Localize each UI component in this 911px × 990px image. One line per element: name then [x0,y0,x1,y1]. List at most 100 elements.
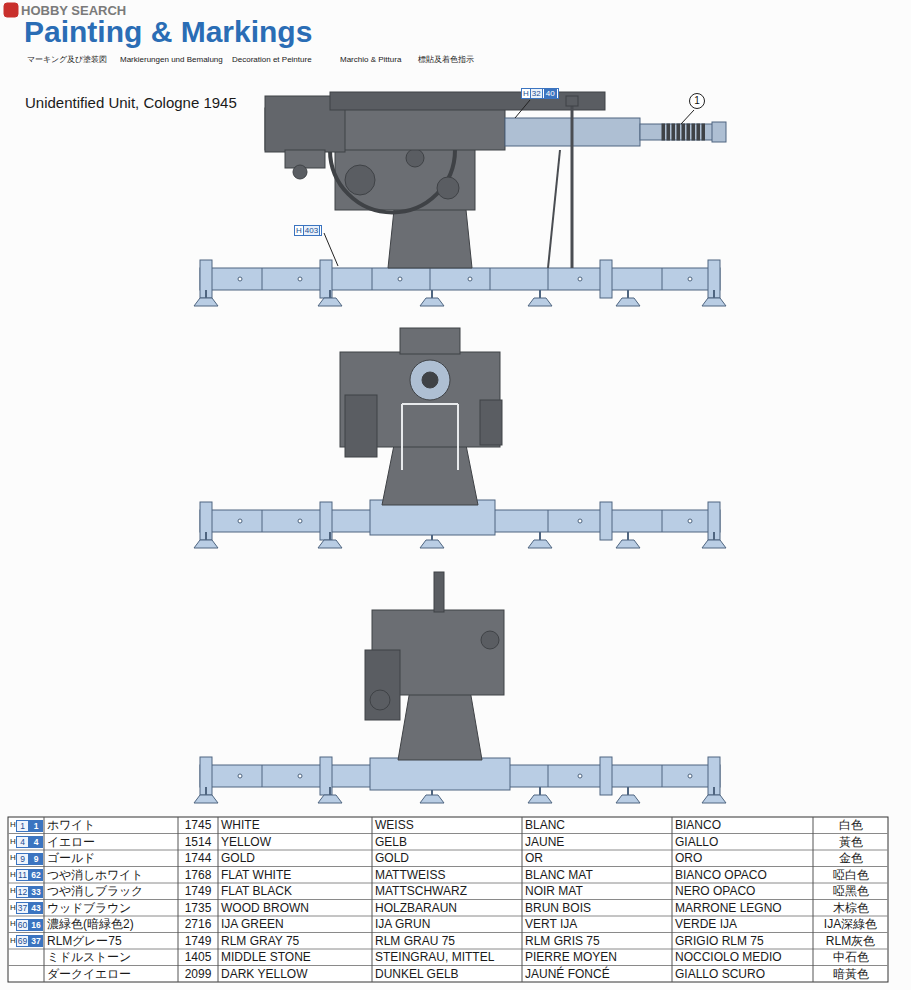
outrigger-jack [600,757,612,795]
table-cell: つや消しブラック [47,885,175,898]
bolt [578,774,582,778]
paint-code: 32 [530,88,543,99]
jack-screw [713,532,715,540]
paint-callout: H403 [294,225,322,236]
panel-line [430,268,431,290]
table-cell: OR [525,852,669,865]
levelling-foot [528,795,552,803]
subtitle: Markierungen und Bemalung [120,56,223,65]
table-cell: GOLD [375,852,519,865]
callout-number: 1 [689,93,705,109]
table-cell: IJA GRUN [375,918,519,931]
row-line [8,833,888,834]
table-cell: RLM GRIS 75 [525,935,669,948]
kill-ring [687,124,690,140]
bolt [468,277,472,281]
table-cell: MIDDLE STONE [221,951,369,964]
table-cell: 1514 [181,836,215,849]
subtitle: Marchio & Pittura [340,56,401,65]
outrigger-jack [320,502,332,540]
table-cell: RLM GRAY 75 [221,935,369,948]
leader-line [515,100,530,118]
levelling-foot [318,540,342,548]
paint-code: 40 [544,88,557,99]
table-cell: BLANC [525,819,669,832]
paint-brand: H [523,89,529,98]
table-cell: ミドルストーン [47,951,175,964]
paint-code: 4 [29,836,43,848]
panel-line [262,765,263,787]
pole-clamp [566,96,578,106]
panel-line [548,268,549,290]
levelling-foot [616,540,640,548]
column-line [813,817,814,982]
table-cell: RLM GRAU 75 [375,935,519,948]
table-cell: DARK YELLOW [221,968,369,981]
table-cell: FLAT BLACK [221,885,369,898]
side-view [194,92,726,306]
kill-ring [662,124,665,140]
panel-line [490,268,491,290]
table-cell: ORO [675,852,810,865]
table-cell: 1749 [181,885,215,898]
center-block [370,758,510,790]
table-cell: ホワイト [47,819,175,832]
panel-line [262,268,263,290]
kill-ring [677,124,680,140]
kill-ring [682,124,685,140]
table-cell: WHITE [221,819,369,832]
bolt [298,519,302,523]
paint-code: 62 [29,869,43,881]
rear-view [194,572,726,803]
panel-line [372,268,373,290]
table-cell: 白色 [816,819,885,832]
jack-screw [205,290,207,298]
levelling-foot [616,795,640,803]
table-cell: 啞白色 [816,869,885,882]
levelling-foot [528,298,552,306]
table-cell: 暗黃色 [816,968,885,981]
kill-ring [692,124,695,140]
table-cell: ゴールド [47,852,175,865]
front-view [194,328,726,548]
bolt [688,519,692,523]
bolt [688,774,692,778]
table-cell: 1749 [181,935,215,948]
panel-line [662,765,663,787]
jack-screw [539,532,541,540]
table-cell: VERT IJA [525,918,669,931]
table-cell: 1735 [181,902,215,915]
cradle [400,328,460,354]
table-cell: 中石色 [816,951,885,964]
brace-rod [548,150,560,268]
table-cell: ダークイエロー [47,968,175,981]
jack-screw [539,290,541,298]
jack-screw [205,532,207,540]
column-line [218,817,219,982]
table-cell: MATTWEISS [375,869,519,882]
column-line [522,817,523,982]
column-line [178,817,179,982]
table-cell: BIANCO OPACO [675,869,810,882]
table-cell: 1768 [181,869,215,882]
levelling-foot [318,795,342,803]
table-cell: WOOD BROWN [221,902,369,915]
bolt [578,277,582,281]
table-cell: DUNKEL GELB [375,968,519,981]
table-cell: RLMグレー75 [47,935,175,948]
paint-code: 1 [29,820,43,832]
outrigger-jack [320,757,332,795]
outrigger-jack [600,260,612,298]
table-cell: GOLD [221,852,369,865]
table-cell: IJA GREEN [221,918,369,931]
table-cell: BIANCO [675,819,810,832]
logo-mark [4,3,18,17]
levelling-foot [702,795,726,803]
fuze-setter [285,150,325,168]
paint-code: 12 [16,886,29,898]
pedestal [398,690,482,760]
levelling-foot [194,298,218,306]
outrigger-jack [200,757,212,795]
